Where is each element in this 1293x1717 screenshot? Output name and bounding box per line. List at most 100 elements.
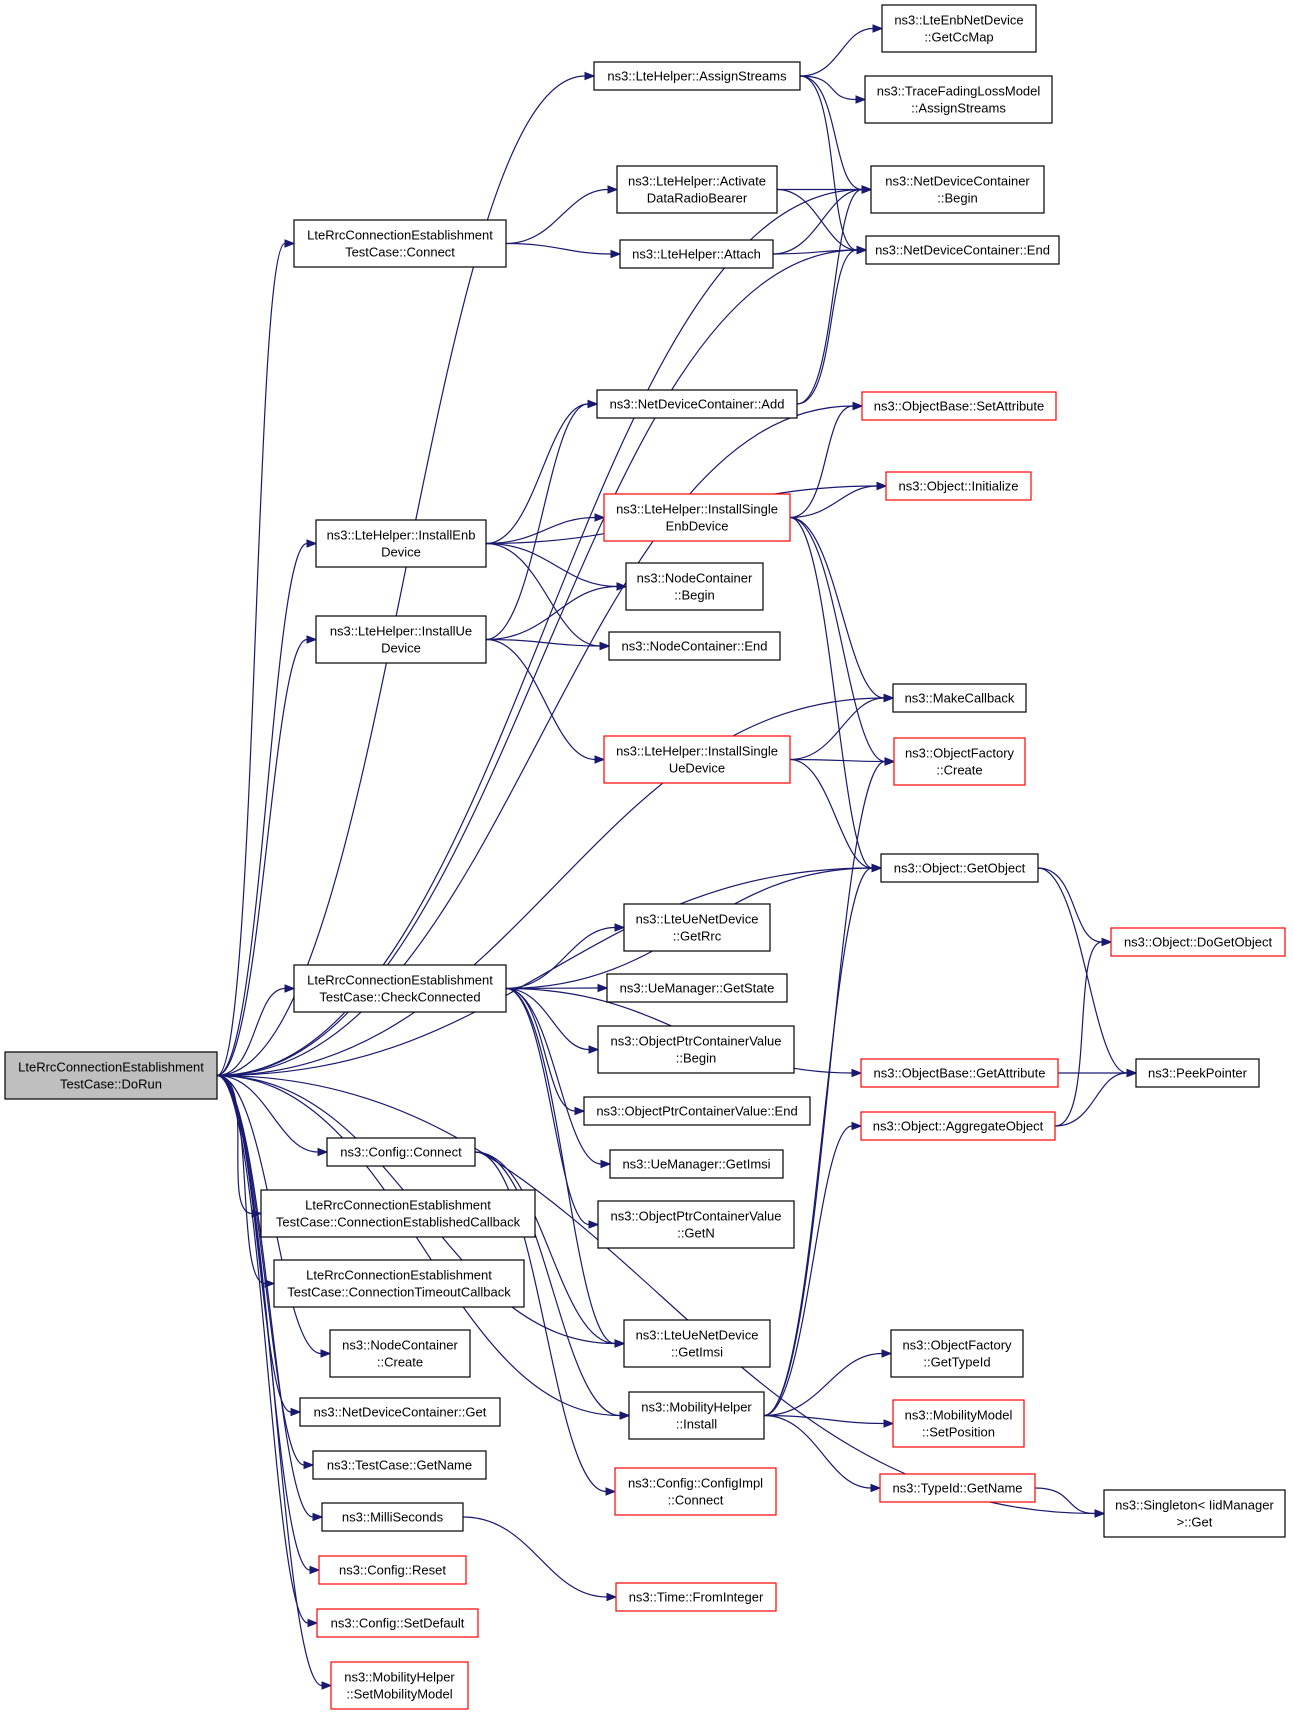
node-label: ::AssignStreams bbox=[911, 101, 1006, 116]
node-mhinstall[interactable]: ns3::MobilityHelper::Install bbox=[628, 1391, 765, 1440]
arrowhead bbox=[1126, 1068, 1138, 1078]
arrowhead bbox=[600, 1159, 612, 1169]
node-ncend[interactable]: ns3::NodeContainer::End bbox=[608, 631, 781, 661]
arrowhead bbox=[588, 1220, 600, 1229]
node-aggregate[interactable]: ns3::Object::AggregateObject bbox=[860, 1111, 1056, 1141]
node-peekpointer[interactable]: ns3::PeekPointer bbox=[1135, 1058, 1260, 1088]
node-label: ::Create bbox=[377, 1355, 423, 1370]
node-ncbegin[interactable]: ns3::NodeContainer::Begin bbox=[625, 562, 764, 611]
node-configconnect[interactable]: ns3::Config::Connect bbox=[326, 1137, 476, 1167]
edge-checkconnected-to-uegetrrc bbox=[505, 923, 626, 990]
node-label: ns3::Config::Connect bbox=[340, 1145, 462, 1160]
edge-installsingleenb-to-getobject bbox=[789, 516, 883, 873]
node-box bbox=[616, 165, 778, 214]
node-fromint[interactable]: ns3::Time::FromInteger bbox=[615, 1582, 777, 1612]
node-box bbox=[329, 1329, 471, 1378]
edge-mhinstall-to-getobject bbox=[763, 863, 883, 1417]
node-getccmap[interactable]: ns3::LteEnbNetDevice::GetCcMap bbox=[881, 4, 1037, 53]
arrowhead bbox=[320, 1349, 332, 1358]
edge-assignstreams-to-ndcbegin bbox=[799, 75, 873, 194]
node-label: ns3::LteEnbNetDevice bbox=[894, 13, 1023, 28]
arrowhead bbox=[574, 1106, 586, 1116]
node-conntimeoutcb[interactable]: LteRrcConnectionEstablishmentTestCase::C… bbox=[273, 1259, 525, 1308]
node-initialize[interactable]: ns3::Object::Initialize bbox=[885, 471, 1032, 501]
node-box bbox=[865, 235, 1060, 265]
node-uegetrrc[interactable]: ns3::LteUeNetDevice::GetRrc bbox=[623, 903, 771, 952]
node-makecallback[interactable]: ns3::MakeCallback bbox=[892, 683, 1027, 713]
node-nccreate[interactable]: ns3::NodeContainer::Create bbox=[329, 1329, 471, 1378]
node-connect[interactable]: LteRrcConnectionEstablishmentTestCase::C… bbox=[293, 219, 507, 268]
node-label: ::Connect bbox=[668, 1493, 724, 1508]
arrowhead bbox=[597, 983, 609, 993]
edge-installsingleue-to-getobject bbox=[789, 758, 883, 873]
node-singletonget[interactable]: ns3::Singleton< IidManager>::Get bbox=[1103, 1489, 1286, 1538]
node-ltuegetimsi[interactable]: ns3::LteUeNetDevice::GetImsi bbox=[623, 1319, 771, 1368]
edge-dorun-to-connect bbox=[216, 239, 296, 1077]
arrowhead bbox=[303, 1460, 315, 1470]
node-connestcb[interactable]: LteRrcConnectionEstablishmentTestCase::C… bbox=[260, 1189, 536, 1238]
node-ofgettypeid[interactable]: ns3::ObjectFactory::GetTypeId bbox=[890, 1329, 1024, 1378]
node-getattribute[interactable]: ns3::ObjectBase::GetAttribute bbox=[860, 1058, 1059, 1088]
node-configimplconnect[interactable]: ns3::Config::ConfigImpl::Connect bbox=[614, 1467, 777, 1516]
node-box bbox=[326, 1137, 476, 1167]
edge-installue-to-installsingleue bbox=[485, 638, 606, 764]
node-tracefading[interactable]: ns3::TraceFadingLossModel::AssignStreams bbox=[864, 75, 1053, 124]
node-ndcget[interactable]: ns3::NetDeviceContainer::Get bbox=[299, 1397, 501, 1427]
node-box bbox=[885, 471, 1032, 501]
node-box bbox=[299, 1397, 501, 1427]
node-box bbox=[593, 61, 801, 91]
node-box bbox=[623, 903, 771, 952]
node-label: ns3::LteHelper::InstallUe bbox=[330, 624, 472, 639]
node-opcvbegin[interactable]: ns3::ObjectPtrContainerValue::Begin bbox=[597, 1025, 795, 1074]
node-checkconnected[interactable]: LteRrcConnectionEstablishmentTestCase::C… bbox=[293, 964, 507, 1013]
node-configreset[interactable]: ns3::Config::Reset bbox=[318, 1555, 467, 1585]
node-assignstreams[interactable]: ns3::LteHelper::AssignStreams bbox=[593, 61, 801, 91]
edge-installsingleenb-to-setattribute bbox=[789, 401, 864, 519]
node-label: EnbDevice bbox=[666, 519, 729, 534]
node-mhsetmobility[interactable]: ns3::MobilityHelper::SetMobilityModel bbox=[330, 1661, 469, 1710]
node-opcvgetn[interactable]: ns3::ObjectPtrContainerValue::GetN bbox=[597, 1200, 795, 1249]
node-box bbox=[316, 1608, 479, 1638]
node-milliseconds[interactable]: ns3::MilliSeconds bbox=[321, 1502, 464, 1532]
node-uegetimsi[interactable]: ns3::UeManager::GetImsi bbox=[609, 1149, 784, 1179]
arrowhead bbox=[852, 401, 864, 411]
node-typeidgetname[interactable]: ns3::TypeId::GetName bbox=[879, 1473, 1036, 1503]
node-label: Device bbox=[381, 545, 421, 560]
arrowhead bbox=[594, 513, 606, 522]
node-box bbox=[880, 853, 1039, 883]
node-ndcbegin[interactable]: ns3::NetDeviceContainer::Begin bbox=[870, 165, 1045, 214]
node-dorun[interactable]: LteRrcConnectionEstablishmentTestCase::D… bbox=[4, 1051, 218, 1100]
node-ofcreate[interactable]: ns3::ObjectFactory::Create bbox=[893, 737, 1026, 786]
arrowhead bbox=[307, 1618, 319, 1628]
node-label: ns3::LteHelper::AssignStreams bbox=[607, 69, 787, 84]
arrowhead bbox=[290, 1407, 302, 1417]
node-ndcadd[interactable]: ns3::NetDeviceContainer::Add bbox=[596, 389, 798, 419]
node-attach[interactable]: ns3::LteHelper::Attach bbox=[619, 239, 774, 269]
edge-installenb-to-ncend bbox=[485, 542, 611, 651]
node-mmsetposition[interactable]: ns3::MobilityModel::SetPosition bbox=[892, 1399, 1025, 1448]
node-opcvend[interactable]: ns3::ObjectPtrContainerValue::End bbox=[583, 1096, 811, 1126]
edge-mhinstall-to-aggregate bbox=[763, 1121, 863, 1417]
node-ndcend[interactable]: ns3::NetDeviceContainer::End bbox=[865, 235, 1060, 265]
node-uegetstate[interactable]: ns3::UeManager::GetState bbox=[606, 973, 788, 1003]
node-label: ns3::Object::GetObject bbox=[894, 861, 1026, 876]
call-edges bbox=[216, 24, 1138, 1690]
node-tcgetname[interactable]: ns3::TestCase::GetName bbox=[312, 1450, 487, 1480]
node-setattribute[interactable]: ns3::ObjectBase::SetAttribute bbox=[861, 391, 1057, 421]
node-label: ns3::ObjectFactory bbox=[902, 1338, 1012, 1353]
node-label: >::Get bbox=[1177, 1515, 1213, 1530]
edge-connect-to-activatedrb bbox=[505, 185, 619, 245]
node-label: ::SetMobilityModel bbox=[346, 1687, 452, 1702]
arrowhead bbox=[856, 245, 868, 255]
node-configsetdefault[interactable]: ns3::Config::SetDefault bbox=[316, 1608, 479, 1638]
node-dogetobject[interactable]: ns3::Object::DoGetObject bbox=[1110, 927, 1286, 957]
edge-configconnect-to-configimplconnect bbox=[474, 1151, 617, 1496]
edge-dorun-to-configreset bbox=[216, 1074, 321, 1575]
node-getobject[interactable]: ns3::Object::GetObject bbox=[880, 853, 1039, 883]
